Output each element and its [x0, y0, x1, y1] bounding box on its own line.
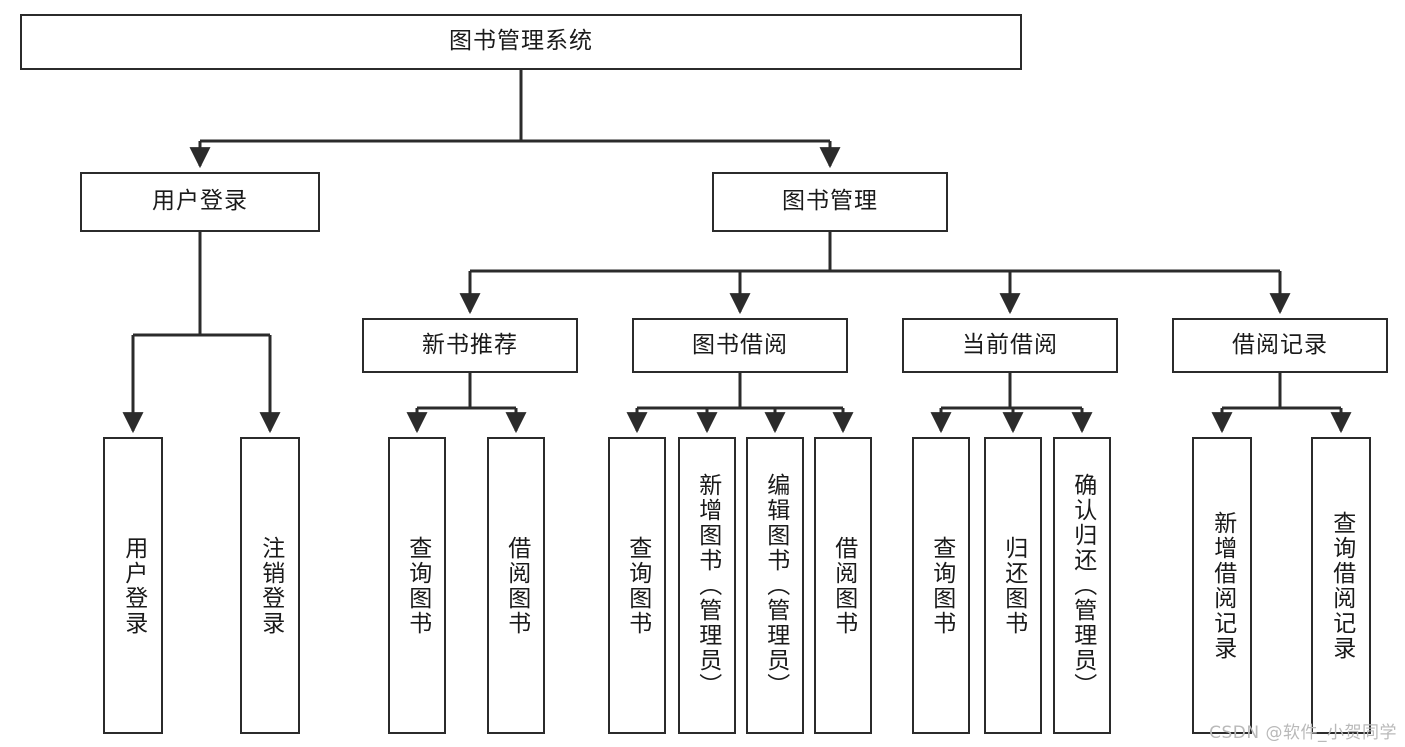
leaf-borrow-book-recommend[interactable]: 借阅图书 — [487, 437, 545, 734]
leaf-query-book-current-label: 查询图书 — [928, 535, 955, 636]
node-user-login-label: 用户登录 — [152, 188, 248, 215]
leaf-edit-book-admin-label: 编辑图书（管理员） — [762, 473, 789, 698]
leaf-query-book-current[interactable]: 查询图书 — [912, 437, 970, 734]
leaf-borrow-book-label: 借阅图书 — [830, 535, 857, 636]
leaf-edit-book-admin[interactable]: 编辑图书（管理员） — [746, 437, 804, 734]
leaf-add-borrow-record[interactable]: 新增借阅记录 — [1192, 437, 1252, 734]
leaf-add-borrow-record-label: 新增借阅记录 — [1209, 510, 1236, 661]
node-root[interactable]: 图书管理系统 — [20, 14, 1022, 70]
node-book-manage-label: 图书管理 — [782, 188, 878, 215]
node-user-login[interactable]: 用户登录 — [80, 172, 320, 232]
node-borrow-record-label: 借阅记录 — [1232, 331, 1328, 358]
leaf-query-book-borrow[interactable]: 查询图书 — [608, 437, 666, 734]
leaf-query-book-recommend-label: 查询图书 — [404, 535, 431, 636]
leaf-user-logout-label: 注销登录 — [257, 535, 284, 636]
leaf-return-book[interactable]: 归还图书 — [984, 437, 1042, 734]
leaf-query-borrow-record-label: 查询借阅记录 — [1328, 510, 1355, 661]
node-book-borrow[interactable]: 图书借阅 — [632, 318, 848, 373]
leaf-query-borrow-record[interactable]: 查询借阅记录 — [1311, 437, 1371, 734]
leaf-user-login[interactable]: 用户登录 — [103, 437, 163, 734]
node-current-borrow[interactable]: 当前借阅 — [902, 318, 1118, 373]
leaf-confirm-return-admin[interactable]: 确认归还（管理员） — [1053, 437, 1111, 734]
node-current-borrow-label: 当前借阅 — [962, 331, 1058, 358]
node-new-book-recommend[interactable]: 新书推荐 — [362, 318, 578, 373]
leaf-confirm-return-admin-label: 确认归还（管理员） — [1069, 473, 1096, 698]
leaf-user-logout[interactable]: 注销登录 — [240, 437, 300, 734]
leaf-user-login-label: 用户登录 — [120, 535, 147, 636]
leaf-borrow-book[interactable]: 借阅图书 — [814, 437, 872, 734]
leaf-add-book-admin[interactable]: 新增图书（管理员） — [678, 437, 736, 734]
leaf-add-book-admin-label: 新增图书（管理员） — [694, 473, 721, 698]
node-root-label: 图书管理系统 — [449, 28, 593, 55]
node-book-manage[interactable]: 图书管理 — [712, 172, 948, 232]
leaf-borrow-book-recommend-label: 借阅图书 — [503, 535, 530, 636]
watermark: CSDN @软件_小贺同学 — [1209, 723, 1397, 743]
node-borrow-record[interactable]: 借阅记录 — [1172, 318, 1388, 373]
leaf-query-book-recommend[interactable]: 查询图书 — [388, 437, 446, 734]
leaf-return-book-label: 归还图书 — [1000, 535, 1027, 636]
node-new-book-recommend-label: 新书推荐 — [422, 331, 518, 358]
leaf-query-book-borrow-label: 查询图书 — [624, 535, 651, 636]
node-book-borrow-label: 图书借阅 — [692, 331, 788, 358]
